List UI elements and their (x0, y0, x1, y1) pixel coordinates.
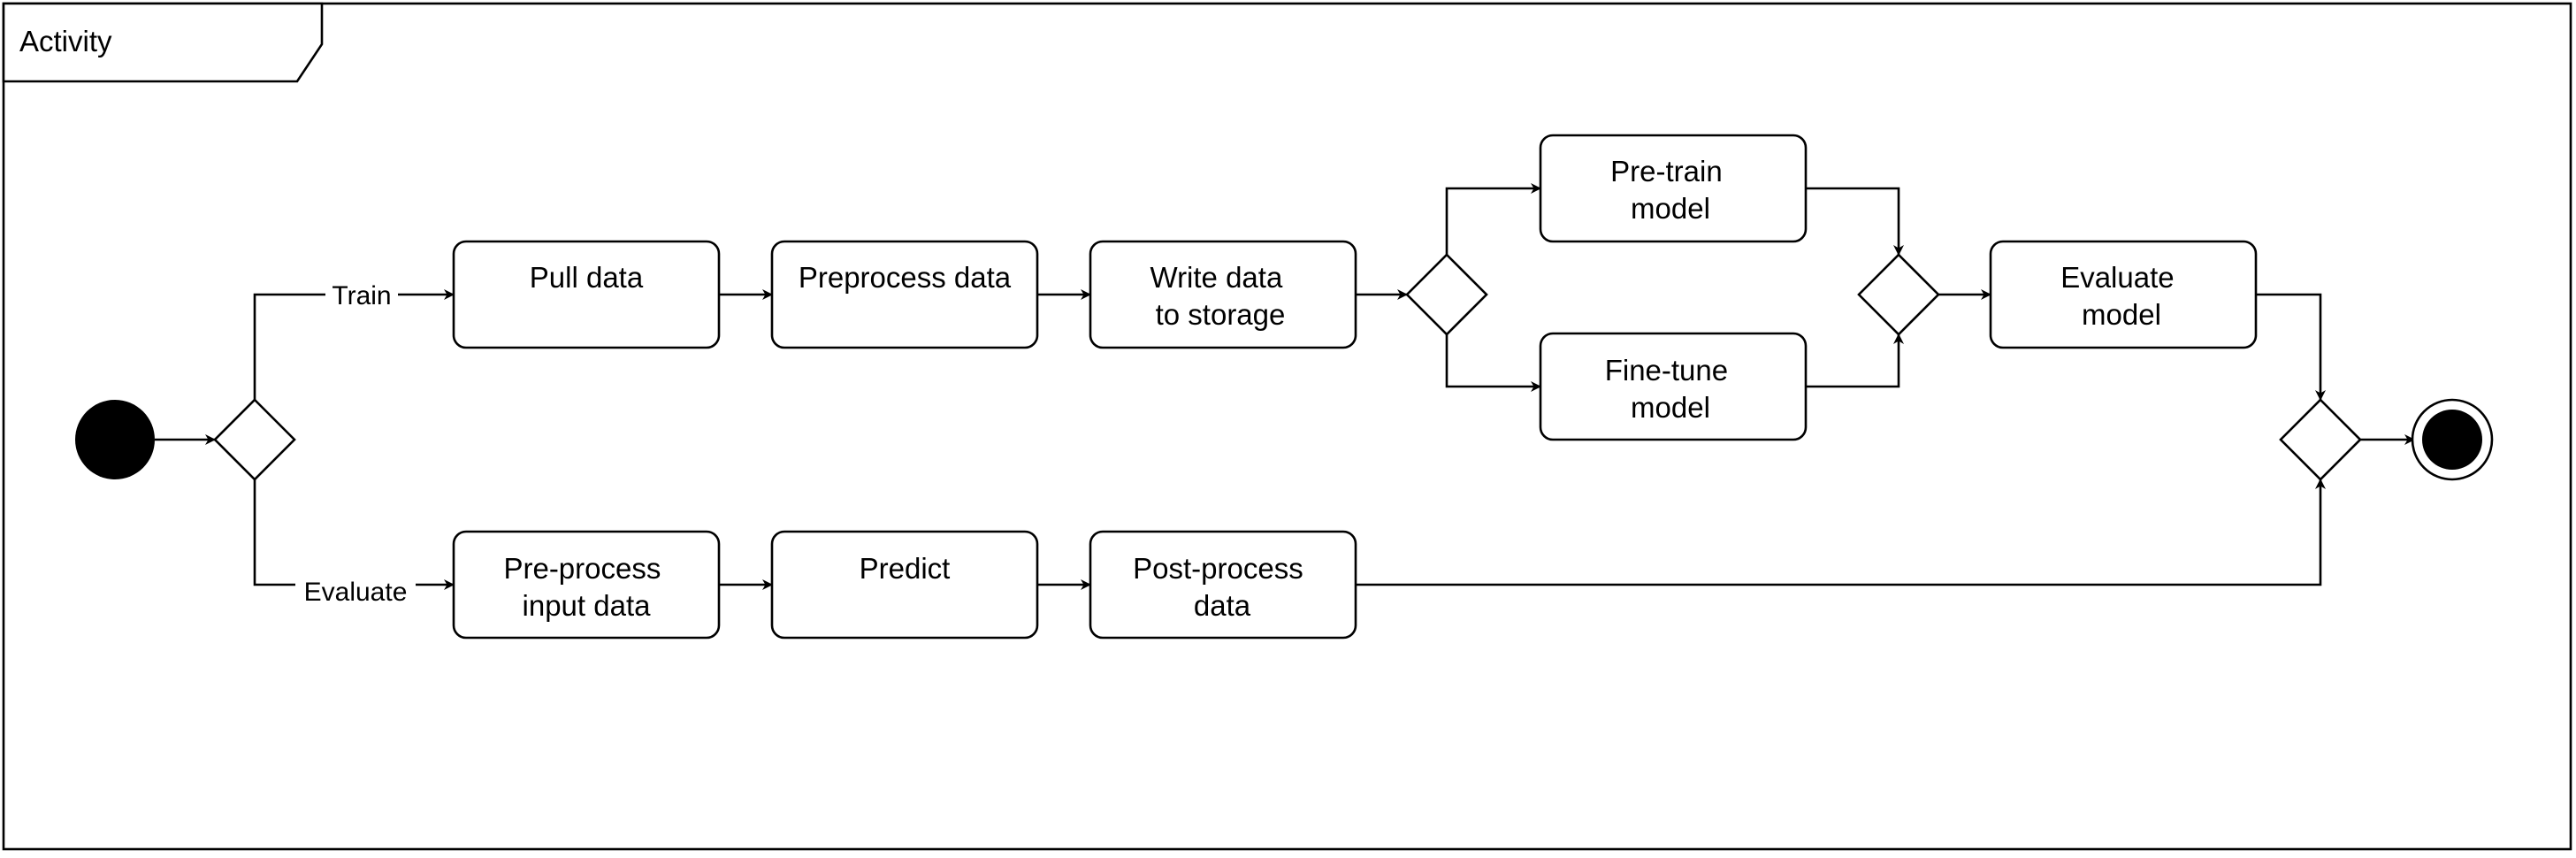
edge-finetune-to-merge (1806, 333, 1904, 388)
edge-fork-to-pretrain (1445, 183, 1541, 255)
action-write-data-to-storage: Write data to storage (1089, 240, 1357, 349)
svg-text:Pre-train model: Pre-train model (1610, 155, 1731, 225)
edge-label-train: Train (332, 281, 391, 310)
action-evaluate-model: Evaluate model (1989, 240, 2258, 349)
edge-pretrain-to-merge (1806, 187, 1904, 256)
action-postprocess-data: Post-process data (1089, 530, 1357, 640)
action-preprocess-data: Preprocess data (770, 240, 1039, 349)
svg-text:Pull data: Pull data (530, 261, 644, 294)
train-fork-decision-node (1405, 253, 1488, 336)
svg-text:Post-process data: Post-process data (1133, 552, 1311, 622)
frame-title-tab (2, 2, 324, 83)
start-node (75, 400, 155, 479)
svg-text:Fine-tune model: Fine-tune model (1605, 354, 1737, 424)
edge-fork-to-finetune (1445, 334, 1541, 392)
train-merge-node (1857, 253, 1940, 336)
edge-postprocess-to-join (1356, 479, 2326, 586)
svg-text:Write data to storage: Write data to storage (1150, 261, 1291, 331)
action-pull-data: Pull data (452, 240, 721, 349)
final-merge-node (2279, 398, 2362, 481)
svg-text:Pre-process input data: Pre-process input data (503, 552, 669, 622)
action-preprocess-input-data: Pre-process input data (452, 530, 721, 640)
svg-text:Preprocess data: Preprocess data (799, 261, 1012, 294)
action-finetune-model: Fine-tune model (1539, 332, 1808, 441)
end-node (2411, 398, 2494, 481)
action-pretrain-model: Pre-train model (1539, 134, 1808, 243)
edge-label-evaluate: Evaluate (304, 578, 408, 607)
branch-decision-node (213, 398, 296, 481)
svg-text:Evaluate model: Evaluate model (2060, 261, 2182, 331)
svg-text:Predict: Predict (860, 552, 951, 585)
action-predict: Predict (770, 530, 1039, 640)
frame-title: Activity (19, 25, 112, 57)
edge-evaluate-model-to-join (2256, 293, 2326, 401)
